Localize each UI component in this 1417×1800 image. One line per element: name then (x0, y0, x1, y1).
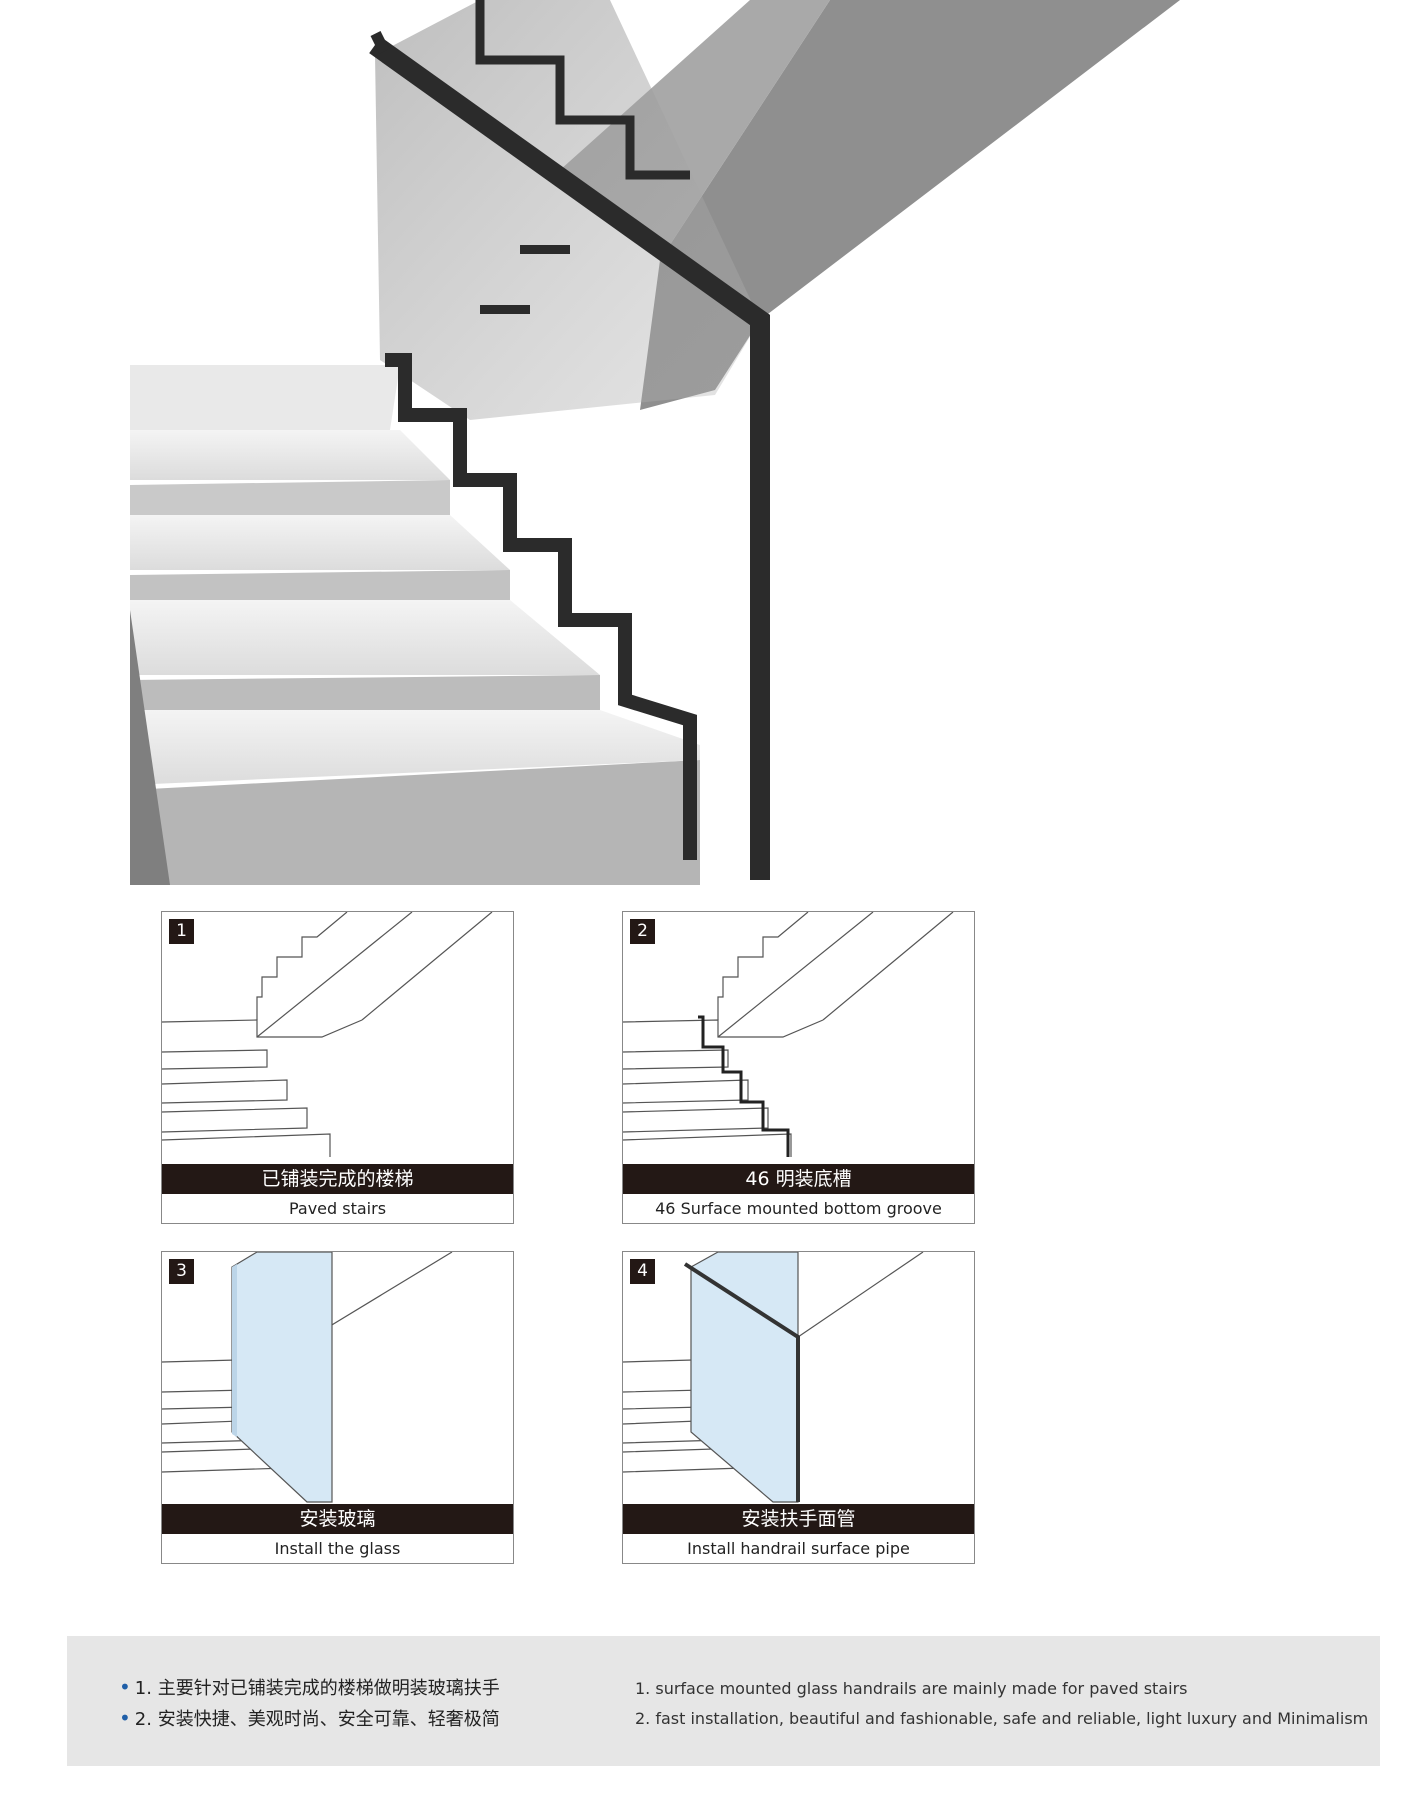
hero-stair-illustration (130, 0, 1180, 885)
handrail-pipe (369, 36, 770, 880)
bullet-icon: • (119, 1675, 131, 1699)
note-en-2: 2. fast installation, beautiful and fash… (635, 1709, 1369, 1728)
note-en-1: 1. surface mounted glass handrails are m… (635, 1679, 1188, 1698)
step-title-en: Install handrail surface pipe (687, 1539, 910, 1558)
note-cn-2: •2. 安装快捷、美观时尚、安全可靠、轻奢极简 (119, 1707, 500, 1731)
step-panel-2: 2 46 明装底槽 46 Surface mounted bottom groo… (622, 911, 975, 1224)
note-text: 2. 安装快捷、美观时尚、安全可靠、轻奢极简 (134, 1709, 500, 1730)
bullet-icon: • (119, 1706, 131, 1730)
notes-box: •1. 主要针对已铺装完成的楼梯做明装玻璃扶手 •2. 安装快捷、美观时尚、安全… (67, 1636, 1380, 1766)
step-number: 4 (630, 1259, 655, 1284)
step-number: 2 (630, 919, 655, 944)
step-number: 3 (169, 1259, 194, 1284)
note-text: 1. 主要针对已铺装完成的楼梯做明装玻璃扶手 (134, 1678, 500, 1699)
step-title-en: Install the glass (274, 1539, 401, 1558)
paved-stairs-illustration (162, 912, 493, 1157)
step-title-en: Paved stairs (288, 1199, 387, 1218)
step-title-cn: 安装扶手面管 (623, 1504, 974, 1534)
install-glass-illustration (162, 1252, 453, 1503)
step-panel-4: 4 安装扶手面管 Install handrail surface pipe (622, 1251, 975, 1564)
step-title-cn: 已铺装完成的楼梯 (162, 1164, 513, 1194)
step-panel-3: 3 安装玻璃 Install the glass (161, 1251, 514, 1564)
bottom-groove-illustration (623, 912, 954, 1157)
install-handrail-illustration (623, 1252, 924, 1503)
note-cn-1: •1. 主要针对已铺装完成的楼梯做明装玻璃扶手 (119, 1676, 500, 1700)
step-panel-1: 1 已铺装完成的楼梯 Paved stairs (161, 911, 514, 1224)
step-title-cn: 安装玻璃 (162, 1504, 513, 1534)
upper-flight-underside (640, 0, 1180, 410)
step-title-en: 46 Surface mounted bottom groove (655, 1199, 942, 1218)
step-title-cn: 46 明装底槽 (623, 1164, 974, 1194)
step-number: 1 (169, 919, 194, 944)
bottom-groove-rail (385, 353, 697, 860)
